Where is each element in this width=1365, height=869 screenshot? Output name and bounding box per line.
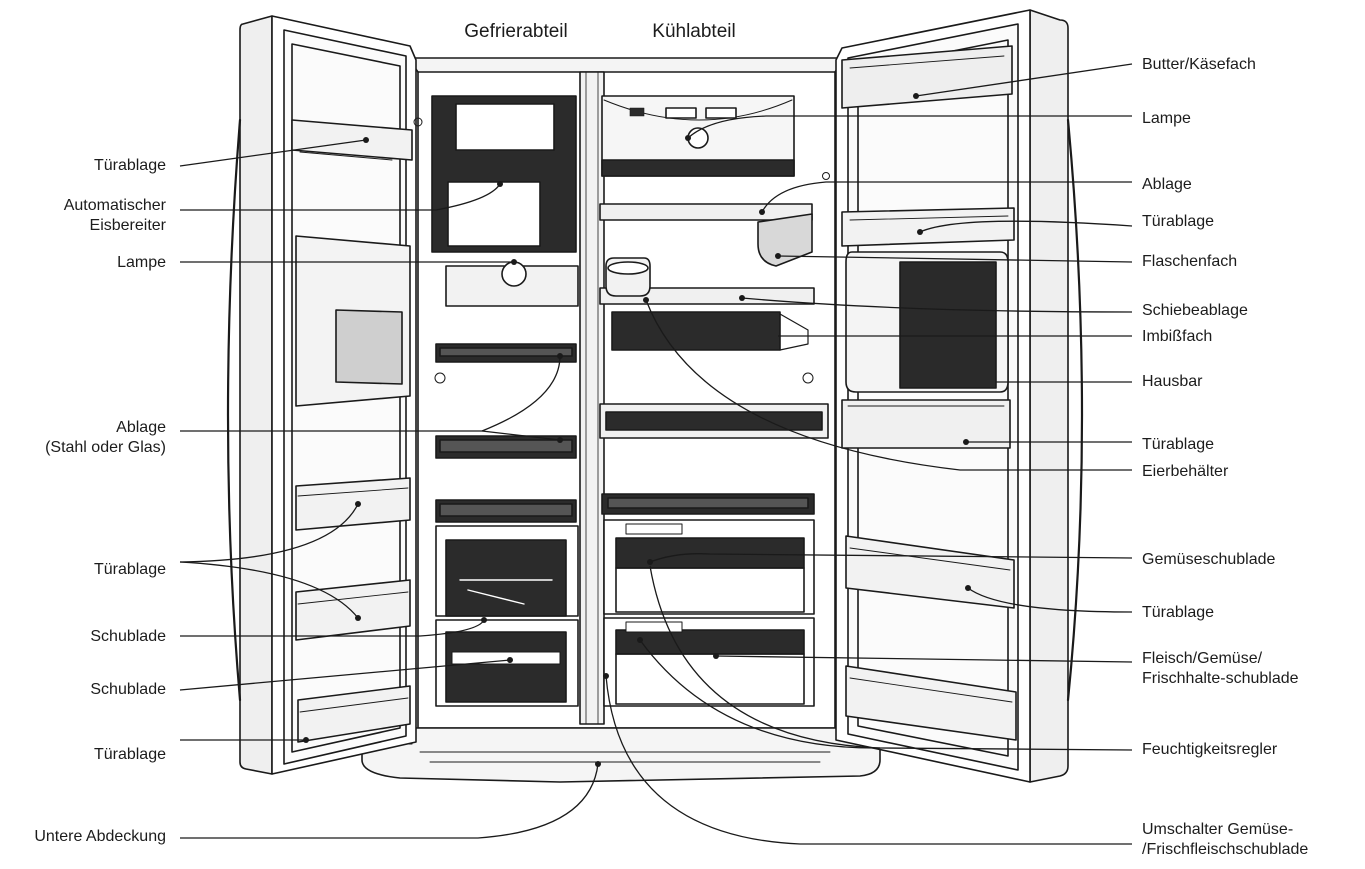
label-shelf-left: Ablage (Stahl oder Glas)	[45, 419, 166, 456]
fridge-door-shelves	[841, 45, 1017, 741]
label-door-shelf-mid: Türablage	[93, 561, 166, 578]
fridge-heading: Kühlabteil	[652, 21, 736, 42]
label-lamp-right: Lampe	[1142, 110, 1191, 127]
label-vegetable-drawer: Gemüseschublade	[1142, 551, 1276, 568]
label-sliding-shelf: Schiebeablage	[1142, 302, 1248, 319]
label-lamp-left: Lampe	[117, 254, 166, 271]
label-home-bar: Hausbar	[1142, 373, 1203, 390]
lower-cover	[361, 727, 881, 783]
label-door-shelf-1: Türablage	[1142, 213, 1215, 230]
label-shelf-right: Ablage	[1142, 176, 1192, 193]
fridge-interior	[599, 95, 829, 707]
label-drawer-2: Schublade	[90, 681, 166, 698]
label-door-shelf-bottom: Türablage	[93, 746, 166, 763]
label-egg-container: Eierbehälter	[1142, 463, 1229, 480]
label-humidity-control: Feuchtigkeitsregler	[1142, 741, 1278, 758]
label-drawer-switch: Umschalter Gemüse- /Frischfleischschubla…	[1142, 821, 1309, 858]
label-door-shelf-3: Türablage	[1142, 604, 1215, 621]
fridge-door	[822, 9, 1084, 783]
label-lower-cover: Untere Abdeckung	[34, 828, 166, 845]
freezer-interior	[431, 95, 579, 707]
label-door-shelf-2: Türablage	[1142, 436, 1215, 453]
leader-lines	[179, 63, 1133, 845]
freezer-heading: Gefrierabteil	[464, 21, 568, 42]
freezer-door-shelves	[291, 119, 413, 743]
label-ice-maker: Automatischer Eisbereiter	[63, 197, 166, 234]
label-meat-drawer: Fleisch/Gemüse/ Frischhalte-schublade	[1142, 650, 1299, 687]
label-bottle-holder: Flaschenfach	[1142, 253, 1238, 270]
label-butter-cheese: Butter/Käsefach	[1142, 56, 1256, 73]
label-snack-tray: Imbißfach	[1142, 328, 1213, 345]
label-door-shelf-top: Türablage	[93, 157, 166, 174]
marker-dots	[303, 93, 971, 767]
label-drawer-1: Schublade	[90, 628, 166, 645]
